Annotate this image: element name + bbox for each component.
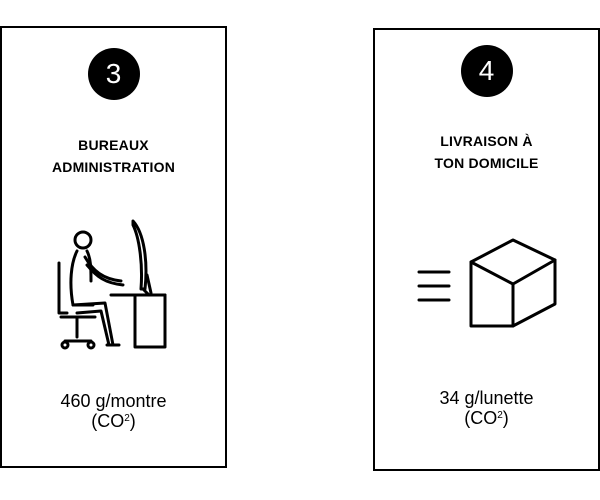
step-card-delivery: 4 LIVRAISON À TON DOMICILE 34 g/lunette … xyxy=(373,28,600,471)
co2-value: 34 g/lunette xyxy=(439,388,534,408)
moving-box-icon xyxy=(417,238,557,328)
co2-metric: 34 g/lunette (CO2) xyxy=(375,388,598,428)
co2-unit: (CO2) xyxy=(464,408,509,428)
step-card-office: 3 BUREAUX ADMINISTRATION 460 g/montre xyxy=(0,26,227,468)
co2-metric: 460 g/montre (CO2) xyxy=(2,391,225,431)
card-title-line-2: TON DOMICILE xyxy=(434,155,539,171)
card-title: BUREAUX ADMINISTRATION xyxy=(2,134,225,178)
person-at-desk-icon xyxy=(57,219,167,350)
step-number-badge: 3 xyxy=(87,48,140,100)
co2-unit: (CO2) xyxy=(91,411,136,431)
card-title-line-1: BUREAUX xyxy=(78,137,149,153)
co2-value: 460 g/montre xyxy=(60,391,167,411)
card-title-line-1: LIVRAISON À xyxy=(440,133,533,149)
card-title: LIVRAISON À TON DOMICILE xyxy=(375,130,598,174)
step-number-badge: 4 xyxy=(460,45,513,97)
card-title-line-2: ADMINISTRATION xyxy=(51,159,176,175)
